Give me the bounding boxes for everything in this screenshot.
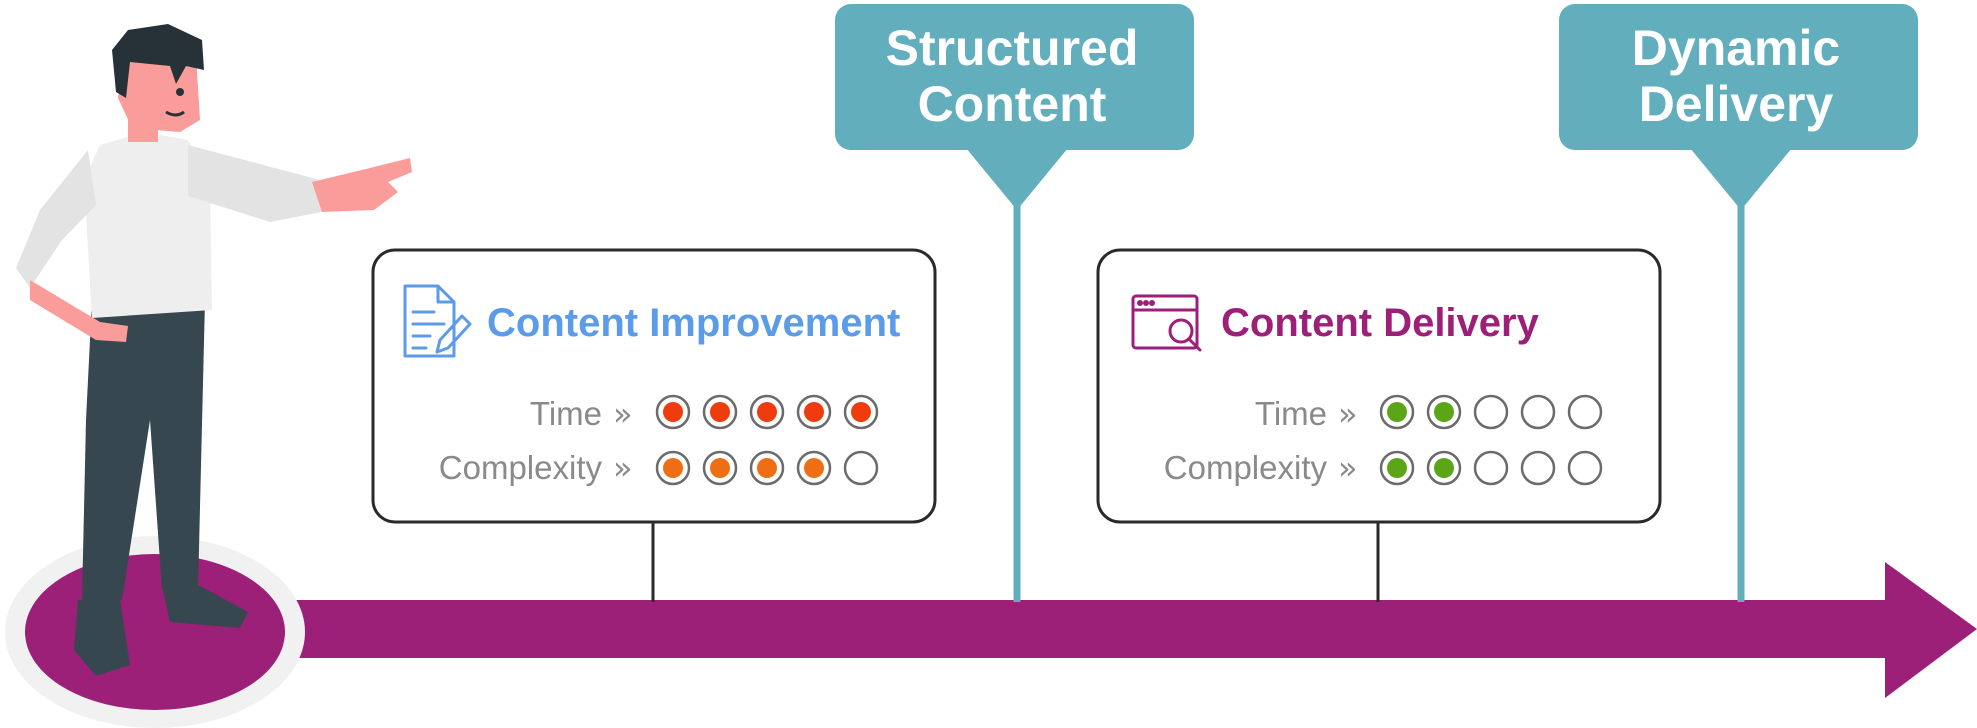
- card-title: Content Delivery: [1221, 301, 1540, 345]
- platform-disc: [25, 554, 285, 710]
- rating-dot-fill: [1434, 458, 1454, 478]
- milestone-pointer: [1690, 148, 1792, 210]
- milestone-box: [835, 4, 1194, 150]
- rating-dot-fill: [710, 402, 730, 422]
- card-content-improvement: Content Improvement Time » Complexity »: [371, 248, 937, 602]
- rating-dot-fill: [804, 402, 824, 422]
- milestone-title-line-2: Delivery: [1639, 76, 1834, 132]
- rating-dot-empty: [1567, 394, 1603, 430]
- rating-dot-fill: [851, 402, 871, 422]
- timeline-arrow: [265, 562, 1977, 698]
- timeline-bar: [265, 600, 1890, 658]
- rating-dot-fill: [663, 458, 683, 478]
- rating-dot-empty: [1520, 450, 1556, 486]
- milestone-dynamic-delivery: Dynamic Delivery: [1559, 4, 1918, 602]
- rating-dot-empty: [1473, 394, 1509, 430]
- rating-dot-fill: [710, 458, 730, 478]
- timeline-arrowhead: [1885, 562, 1977, 698]
- metric-label-complexity: Complexity: [439, 449, 603, 486]
- document-pencil-icon: [403, 284, 472, 358]
- milestone-pointer: [966, 148, 1068, 210]
- card-frame: [1096, 248, 1662, 524]
- rating-dots-complexity: [1379, 450, 1603, 486]
- rating-dots-time: [655, 394, 879, 430]
- card-title: Content Improvement: [487, 301, 900, 345]
- milestone-box: [1559, 4, 1918, 150]
- metric-label-complexity: Complexity: [1164, 449, 1328, 486]
- person-pointing-illustration: [5, 24, 412, 728]
- metric-separator: »: [613, 395, 633, 433]
- rating-dots-time: [1379, 394, 1603, 430]
- rating-dot-empty: [1473, 450, 1509, 486]
- metric-separator: »: [613, 449, 633, 487]
- rating-dot-fill: [757, 458, 777, 478]
- metric-label-time: Time: [1255, 395, 1327, 432]
- browser-search-icon: [1131, 294, 1202, 352]
- metric-label-time: Time: [530, 395, 602, 432]
- milestone-title-line-1: Structured: [886, 20, 1139, 76]
- card-frame: [371, 248, 937, 524]
- milestone-structured-content: Structured Content: [835, 4, 1194, 602]
- milestone-title-line-2: Content: [918, 76, 1107, 132]
- metric-separator: »: [1338, 449, 1358, 487]
- rating-dot-empty: [1520, 394, 1556, 430]
- rating-dot-fill: [1387, 402, 1407, 422]
- rating-dot-empty: [843, 450, 879, 486]
- rating-dot-fill: [1434, 402, 1454, 422]
- metric-separator: »: [1338, 395, 1358, 433]
- rating-dot-fill: [757, 402, 777, 422]
- rating-dots-complexity: [655, 450, 879, 486]
- rating-dot-empty: [1567, 450, 1603, 486]
- rating-dot-fill: [1387, 458, 1407, 478]
- rating-dot-fill: [663, 402, 683, 422]
- milestone-title-line-1: Dynamic: [1632, 20, 1840, 76]
- card-content-delivery: Content Delivery Time » Complexity »: [1096, 248, 1662, 602]
- rating-dot-fill: [804, 458, 824, 478]
